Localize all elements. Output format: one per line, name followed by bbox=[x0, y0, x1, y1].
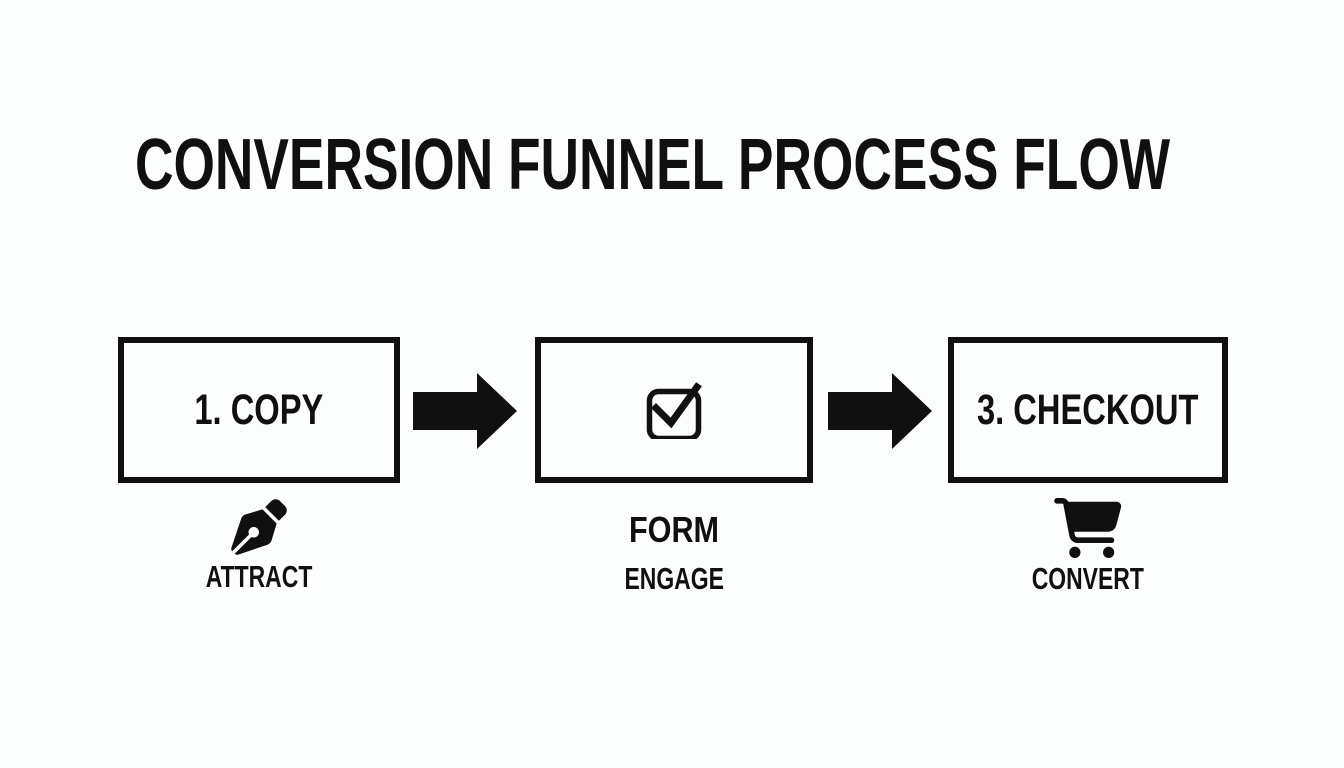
caption-group-convert: CONVERT bbox=[948, 498, 1228, 594]
pen-nib-icon bbox=[118, 499, 400, 555]
shopping-cart-icon bbox=[948, 498, 1228, 558]
caption-convert: CONVERT bbox=[1031, 561, 1145, 596]
caption-group-attract: ATTRACT bbox=[118, 499, 400, 592]
page-title: CONVERSION FUNNEL PROCESS FLOW bbox=[135, 125, 1171, 205]
step-box-form bbox=[535, 337, 813, 483]
step-box-checkout-label: 3. CHECKOUT bbox=[977, 385, 1199, 434]
step-box-copy: 1. COPY bbox=[118, 337, 400, 483]
arrow-right-icon bbox=[828, 373, 932, 449]
checkbox-checked-icon bbox=[646, 382, 702, 439]
step-box-copy-label: 1. COPY bbox=[194, 385, 324, 434]
step-sub-label-form: FORM bbox=[628, 509, 720, 550]
caption-engage: ENGAGE bbox=[624, 561, 724, 596]
step-box-checkout: 3. CHECKOUT bbox=[948, 337, 1228, 483]
caption-attract: ATTRACT bbox=[205, 559, 313, 594]
arrow-right-icon bbox=[413, 373, 517, 449]
caption-group-engage: FORM ENGAGE bbox=[535, 509, 813, 596]
